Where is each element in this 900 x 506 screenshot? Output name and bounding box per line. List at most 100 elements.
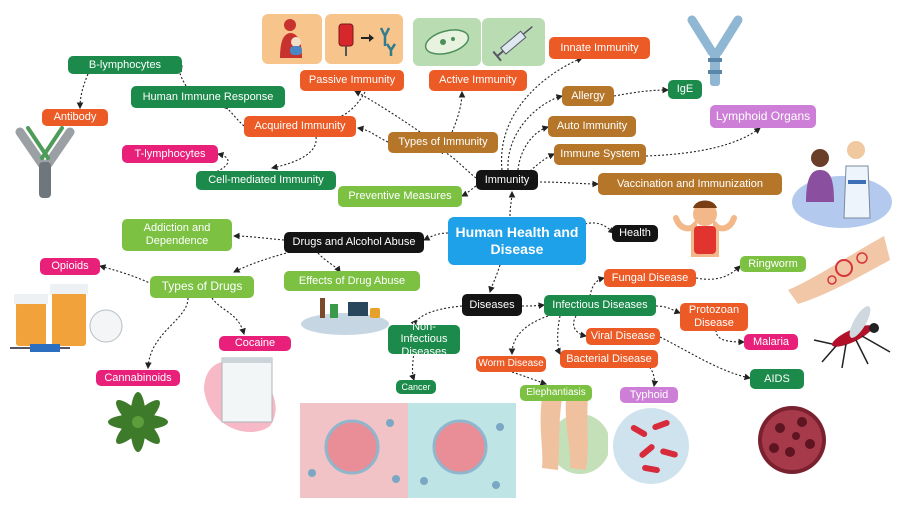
link-immunity-allergy <box>507 94 564 171</box>
node-passive-immunity[interactable]: Passive Immunity <box>300 70 404 91</box>
link-immunity-auto <box>517 125 550 171</box>
typhoid-bacteria-icon <box>613 408 689 484</box>
link-central-diseases <box>488 264 501 294</box>
link-viral-aids <box>659 336 752 381</box>
node-ige[interactable]: IgE <box>668 80 702 99</box>
link-infectious-viral <box>573 315 588 339</box>
node-elephantiasis[interactable]: Elephantiasis <box>520 385 592 401</box>
link-infectious-worm <box>508 315 549 356</box>
node-aids[interactable]: AIDS <box>750 369 804 389</box>
node-lymphoid-organs[interactable]: Lymphoid Organs <box>710 105 816 128</box>
node-t-lymphocytes[interactable]: T-lymphocytes <box>122 145 218 163</box>
node-opioids[interactable]: Opioids <box>40 258 100 275</box>
node-immune-system[interactable]: Immune System <box>554 144 646 165</box>
link-immunity-types <box>436 147 477 179</box>
link-acquired-cell <box>270 136 317 171</box>
central-topic[interactable]: Human Health and Disease <box>448 217 586 265</box>
link-immune-lymphoid <box>645 127 761 157</box>
link-central-health <box>584 222 615 234</box>
node-allergy[interactable]: Allergy <box>562 86 614 106</box>
link-allergy-ige <box>613 86 670 97</box>
pill-bottles-icon <box>10 284 123 352</box>
node-worm-disease[interactable]: Worm Disease <box>476 356 546 372</box>
blood-transfusion-icon <box>325 14 403 64</box>
node-drugs-alcohol-abuse[interactable]: Drugs and Alcohol Abuse <box>284 232 424 253</box>
microbe-icon <box>413 18 481 66</box>
node-cannabinoids[interactable]: Cannabinoids <box>96 370 180 386</box>
link-immunity-immunesystem <box>529 153 556 172</box>
mother-baby-icon <box>262 14 322 64</box>
antibody-icon <box>15 126 75 198</box>
link-drugs-addiction <box>232 232 285 241</box>
cannabis-plant-icon <box>108 392 168 452</box>
node-cocaine[interactable]: Cocaine <box>219 336 291 351</box>
ige-antibody-icon <box>687 15 743 86</box>
link-diseases-infectious <box>521 302 546 309</box>
syringe-icon <box>482 18 545 66</box>
link-fungal-ringworm <box>695 265 741 280</box>
healthy-boy-icon <box>673 200 737 257</box>
link-worm-elephantiasis <box>511 371 548 386</box>
link-immunity-vaccination <box>539 180 600 188</box>
ringworm-arm-icon <box>788 236 890 304</box>
node-diseases[interactable]: Diseases <box>462 294 522 316</box>
node-cell-mediated-immunity[interactable]: Cell-mediated Immunity <box>196 171 336 190</box>
link-types-acquired <box>356 125 389 143</box>
link-infectious-fungal <box>589 276 606 297</box>
link-types-opioids <box>98 264 153 285</box>
cocaine-bag-icon <box>204 357 276 432</box>
link-bacterial-typhoid <box>639 359 659 388</box>
hiv-virus-icon <box>758 406 826 474</box>
node-non-infectious-diseases[interactable]: Non-Infectious Diseases <box>388 321 460 358</box>
link-drugs-types <box>233 251 291 273</box>
link-noninf-cancer <box>409 351 416 382</box>
node-preventive-measures[interactable]: Preventive Measures <box>338 186 462 207</box>
node-infectious-diseases[interactable]: Infectious Diseases <box>544 295 656 316</box>
node-innate-immunity[interactable]: Innate Immunity <box>549 37 650 59</box>
node-protozoan-disease[interactable]: Protozoan Disease <box>680 303 748 331</box>
node-effects-drug-abuse[interactable]: Effects of Drug Abuse <box>284 271 420 291</box>
link-types-passive <box>354 90 421 133</box>
node-antibody[interactable]: Antibody <box>42 109 108 126</box>
node-fungal-disease[interactable]: Fungal Disease <box>604 269 696 287</box>
node-types-of-drugs[interactable]: Types of Drugs <box>150 276 254 298</box>
link-drugs-effects <box>317 252 341 273</box>
node-acquired-immunity[interactable]: Acquired Immunity <box>244 116 356 137</box>
elephantiasis-legs-icon <box>540 398 608 474</box>
node-viral-disease[interactable]: Viral Disease <box>586 328 660 345</box>
node-malaria[interactable]: Malaria <box>744 334 798 350</box>
node-bacterial-disease[interactable]: Bacterial Disease <box>560 350 658 368</box>
link-immunity-preventive <box>461 185 477 197</box>
link-immunity-innate <box>501 57 584 171</box>
node-active-immunity[interactable]: Active Immunity <box>429 70 527 91</box>
link-diseases-noninf <box>410 305 463 327</box>
link-types-cannabinoids <box>145 297 189 370</box>
node-health[interactable]: Health <box>612 225 658 242</box>
link-types-active <box>451 90 466 133</box>
link-protozoan-malaria <box>715 329 746 346</box>
node-auto-immunity[interactable]: Auto Immunity <box>548 116 636 137</box>
node-vaccination-immunization[interactable]: Vaccination and Immunization <box>598 173 782 195</box>
mosquito-icon <box>813 306 891 369</box>
link-central-drugs <box>423 232 449 241</box>
node-addiction-dependence[interactable]: Addiction and Dependence <box>122 219 232 251</box>
node-typhoid[interactable]: Typhoid <box>620 387 678 403</box>
node-b-lymphocytes[interactable]: B-lymphocytes <box>68 56 182 74</box>
cancer-cells-icon <box>300 403 516 498</box>
link-infectious-protozoan <box>655 305 682 315</box>
node-types-of-immunity[interactable]: Types of Immunity <box>388 132 498 153</box>
doctor-patient-icon <box>792 141 892 228</box>
node-immunity[interactable]: Immunity <box>476 170 538 190</box>
node-ringworm[interactable]: Ringworm <box>740 256 806 272</box>
node-human-immune-response[interactable]: Human Immune Response <box>131 86 285 108</box>
link-types-cocaine <box>211 297 246 336</box>
link-passive-acquired <box>328 91 366 123</box>
link-acquired-hir <box>220 102 245 127</box>
node-cancer[interactable]: Cancer <box>396 380 436 394</box>
link-central-immunity <box>508 190 516 217</box>
link-b-antibody <box>76 73 89 110</box>
link-effects-dummy <box>332 170 360 180</box>
link-infectious-bacterial <box>554 315 561 355</box>
